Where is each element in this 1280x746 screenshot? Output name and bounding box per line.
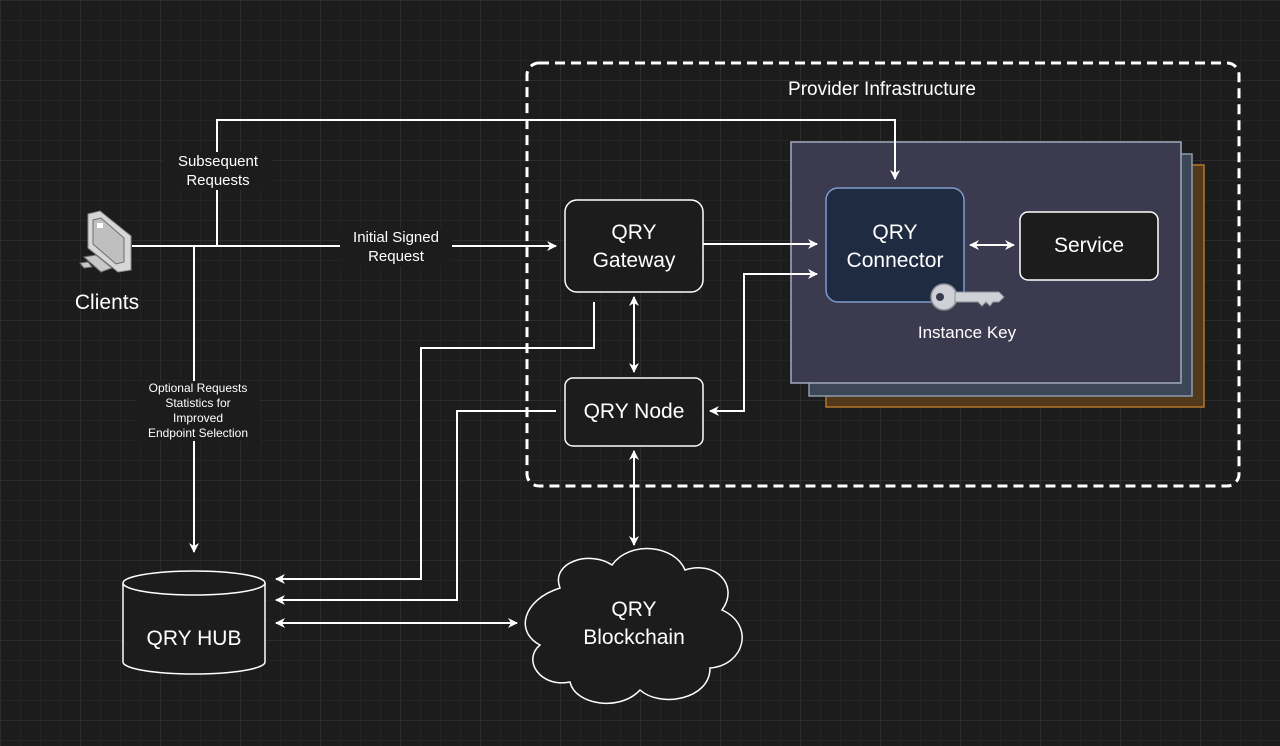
instance-key-label: Instance Key [917,323,1017,342]
initial-signed-request-label: Initial Signed Request [340,228,452,266]
service-box[interactable] [1019,211,1159,281]
optional-requests-label: Optional Requests Statistics for Improve… [136,381,260,441]
edge-gateway-hub [275,302,595,584]
service-label: Service [1053,234,1125,257]
qry-blockchain-label: QRY Blockchain [583,598,685,649]
qry-hub-label: QRY HUB [146,627,242,650]
provider-infrastructure-region [525,61,1241,488]
edge-node-connector [709,269,818,416]
qry-connector-label: QRY Connector [846,221,944,272]
edge-node-hub [275,410,556,605]
qry-node-label: QRY Node [583,400,685,423]
qry-gateway-box[interactable] [564,199,704,293]
subsequent-requests-label: Subsequent Requests [163,152,273,190]
qry-gateway-label: QRY Gateway [592,221,676,272]
key-icon [930,283,1005,311]
qry-node-box[interactable] [564,377,704,447]
clients-label: Clients [74,291,140,314]
qry-hub-cylinder[interactable] [122,570,266,675]
provider-infrastructure-title: Provider Infrastructure [788,79,976,100]
qry-blockchain-cloud[interactable] [524,547,743,705]
qry-connector-box[interactable] [825,187,965,303]
computer-icon [79,210,132,273]
